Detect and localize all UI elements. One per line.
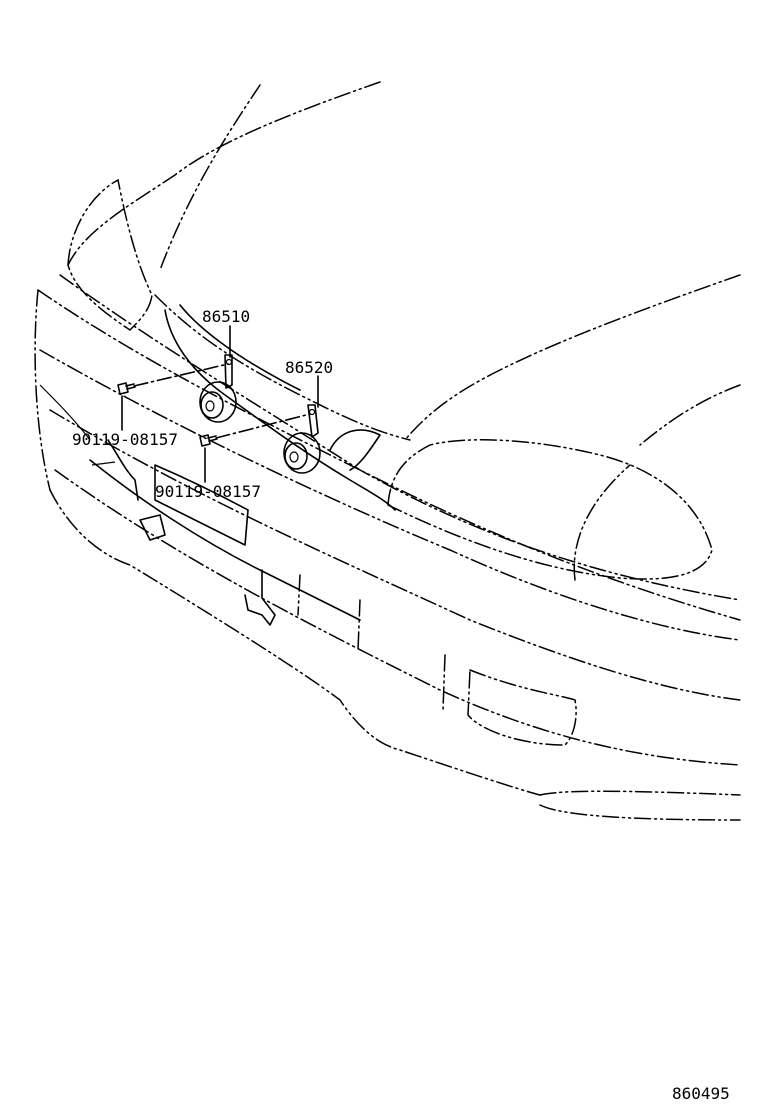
grille-slot-c bbox=[442, 654, 446, 711]
grille-upper-line bbox=[59, 274, 741, 601]
horn-86510-bracket-hole bbox=[225, 358, 233, 366]
hood-front-edge bbox=[154, 294, 411, 441]
grille-slot-b bbox=[357, 599, 361, 651]
bracket-short-line bbox=[91, 461, 116, 466]
horn-86510-body bbox=[199, 381, 237, 423]
leader-lines bbox=[121, 325, 319, 483]
grille-lower-line bbox=[37, 289, 741, 621]
install-line-left bbox=[133, 363, 229, 387]
bumper-left-face bbox=[34, 289, 51, 491]
installation-lines bbox=[133, 363, 311, 439]
bolt-left bbox=[117, 382, 136, 395]
horn-86510-centre bbox=[205, 400, 215, 412]
car-body-outline bbox=[34, 81, 741, 821]
label-horn-86510: 86510 bbox=[202, 307, 250, 326]
hood-right-crease bbox=[639, 384, 741, 446]
label-bolt-right: 90119-08157 bbox=[155, 482, 261, 501]
right-headlamp-inner bbox=[573, 464, 631, 581]
bumper-lower-line bbox=[54, 469, 741, 766]
front-panel bbox=[39, 304, 396, 626]
horn-86510-diaphragm bbox=[200, 391, 224, 419]
left-grille-opening bbox=[39, 384, 91, 441]
horn-86520-bracket bbox=[307, 404, 319, 438]
hood-centre-line bbox=[159, 84, 261, 271]
hood-right-edge bbox=[404, 274, 741, 441]
install-line-right bbox=[215, 413, 311, 439]
right-headlamp bbox=[387, 439, 713, 580]
horn-86520-diaphragm bbox=[284, 442, 308, 470]
grille-slot-a bbox=[297, 574, 301, 616]
bumper-bracket-mid bbox=[244, 569, 276, 626]
bolt-left-head bbox=[117, 382, 129, 395]
horn-86520-centre bbox=[289, 451, 299, 463]
label-horn-86520: 86520 bbox=[285, 358, 333, 377]
horn-86520-bracket-hole bbox=[308, 408, 316, 416]
side-member bbox=[107, 439, 139, 501]
license-mount bbox=[154, 464, 249, 546]
hood-left-edge bbox=[67, 81, 381, 266]
fog-lamp-recess bbox=[467, 668, 577, 746]
spoiler-bottom bbox=[539, 804, 741, 821]
radiator-support-upper bbox=[164, 309, 396, 511]
bumper-upper-line bbox=[39, 349, 741, 641]
left-headlamp bbox=[67, 178, 153, 331]
horn-86510 bbox=[199, 354, 237, 423]
bumper-mid-line bbox=[49, 409, 741, 701]
illustration-number: 860495 bbox=[672, 1084, 730, 1103]
horn-86520 bbox=[283, 404, 321, 474]
radiator-support-inner bbox=[179, 304, 301, 391]
bolt-right bbox=[199, 434, 218, 447]
bolt-left-shank bbox=[125, 383, 136, 390]
spoiler-right bbox=[539, 790, 741, 796]
horn-86520-body bbox=[283, 432, 321, 474]
bumper-bottom-edge bbox=[49, 489, 541, 796]
lower-crossmember bbox=[89, 459, 361, 621]
label-bolt-left: 90119-08157 bbox=[72, 430, 178, 449]
bumper-bracket-left bbox=[139, 514, 166, 541]
bolt-right-shank bbox=[207, 435, 218, 442]
bolt-right-head bbox=[199, 434, 211, 447]
headlamp-housing bbox=[329, 429, 381, 471]
